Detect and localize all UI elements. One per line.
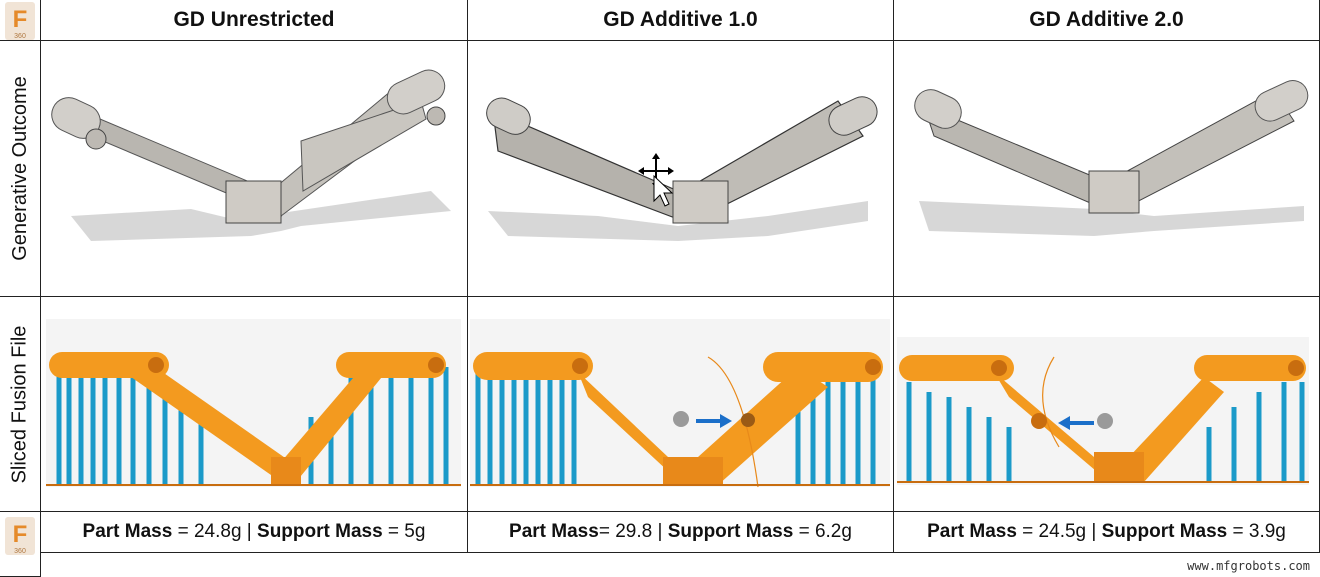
part-mass-label: Part Mass [927,521,1017,542]
mass-summary-additive-2: Part Mass = 24.5g | Support Mass = 3.9g [894,512,1320,552]
part-mass-value: = 29.8 [598,521,653,542]
watermark-text: www.mfgrobots.com [1187,559,1310,573]
sliced-unrestricted-image [41,297,468,512]
support-mass-label: Support Mass [667,521,794,542]
fusion360-logo-icon: F 360 [5,517,35,555]
column-title: GD Additive 2.0 [1029,8,1184,31]
column-header-unrestricted: GD Unrestricted [41,0,468,41]
separator: | [1086,521,1102,542]
column-title: GD Additive 1.0 [603,8,758,31]
row-label-text: Generative Outcome [8,76,31,261]
footer-strip [41,552,1320,577]
separator: | [241,521,258,542]
mass-summary-additive-1: Part Mass= 29.8 | Support Mass = 6.2g [468,512,894,552]
fusion360-logo-icon: F 360 [5,2,35,40]
svg-text:F: F [13,521,28,548]
row-label-generative: Generative Outcome [0,41,41,297]
row-label-sliced: Sliced Fusion File [0,297,41,512]
ball-gray-icon [673,411,689,427]
svg-text:360: 360 [14,33,26,40]
support-mass-value: = 5g [382,521,426,542]
move-cursor-icon [638,153,674,207]
support-mass-label: Support Mass [1101,521,1228,542]
arrow-left-icon [1058,416,1094,430]
sliced-additive-2-image [894,297,1320,512]
logo-cell: F 360 [0,0,41,41]
arrow-right-icon [696,414,732,428]
separator: | [652,521,668,542]
sliced-additive-1-image [468,297,894,512]
part-mass-label: Part Mass [82,521,173,542]
generative-unrestricted-image [41,41,468,297]
column-header-additive-2: GD Additive 2.0 [894,0,1320,41]
support-mass-value: = 6.2g [793,521,852,542]
generative-additive-1-image [468,41,894,297]
part-mass-label: Part Mass [509,521,599,542]
support-mass-value: = 3.9g [1227,521,1286,542]
column-title: GD Unrestricted [173,8,335,31]
generative-additive-2-image [894,41,1320,297]
row-label-text: Sliced Fusion File [8,325,31,483]
svg-text:F: F [13,6,28,33]
logo-cell-bottom: F 360 [0,512,41,577]
column-header-additive-1: GD Additive 1.0 [468,0,894,41]
part-mass-value: = 24.5g [1016,521,1087,542]
svg-text:360: 360 [14,548,26,555]
part-mass-value: = 24.8g [172,521,242,542]
mass-summary-unrestricted: Part Mass = 24.8g | Support Mass = 5g [41,512,468,552]
support-mass-label: Support Mass [257,521,383,542]
ball-gray-icon [1097,413,1113,429]
